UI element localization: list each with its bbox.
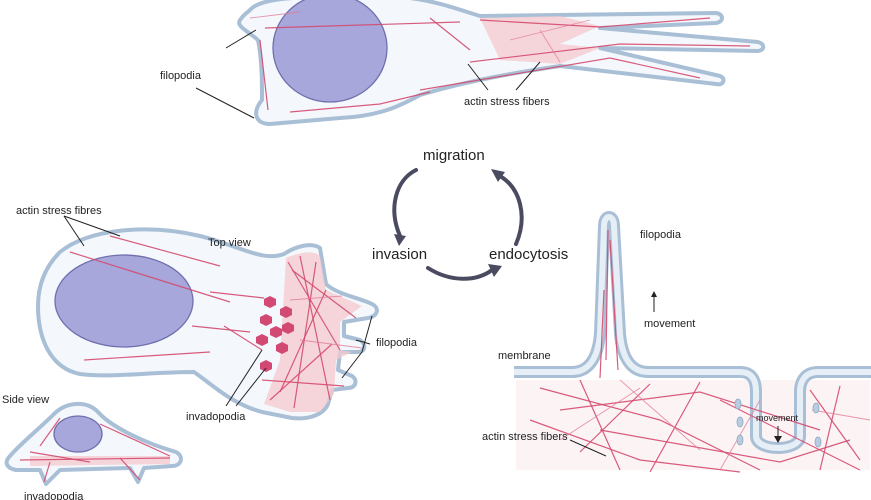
left-stress-label: actin stress fibres bbox=[16, 205, 102, 217]
right-stress-label: actin stress fibers bbox=[482, 431, 568, 443]
cycle-arrow-invasion-to-endocytosis bbox=[426, 266, 494, 281]
invadopodia-dot bbox=[260, 314, 272, 326]
invadopodia-dot bbox=[280, 306, 292, 318]
vesicle bbox=[814, 436, 822, 448]
cycle-endocytosis-label: endocytosis bbox=[489, 246, 568, 263]
right-movement-down-label: movement bbox=[756, 413, 799, 423]
invadopodia-dot bbox=[256, 334, 268, 346]
cycle-arrowhead-3 bbox=[491, 169, 505, 182]
top-filopodia-leader-1 bbox=[225, 29, 257, 49]
invadopodia-dot bbox=[270, 326, 282, 338]
membrane-cross-section: filopodia movement membrane movement act… bbox=[482, 211, 871, 473]
top-stress-leader-1 bbox=[467, 63, 489, 91]
vesicle bbox=[812, 402, 820, 414]
invadopodia-dots bbox=[256, 296, 294, 372]
invadopodia-leader-2 bbox=[235, 367, 267, 407]
left-filopodia-leader-2 bbox=[341, 351, 363, 379]
left-stress-leader-2 bbox=[63, 215, 121, 237]
left-actin-fibers bbox=[69, 235, 363, 409]
left-stress-leader-1 bbox=[63, 215, 85, 247]
cycle-arrowhead-1 bbox=[394, 234, 406, 246]
invadopodia-dot bbox=[264, 296, 276, 308]
vesicle bbox=[736, 416, 744, 428]
vesicle bbox=[734, 398, 742, 410]
process-cycle: migration invasion endocytosis bbox=[372, 147, 568, 281]
cycle-migration-label: migration bbox=[423, 147, 485, 164]
cycle-arrowhead-2 bbox=[488, 264, 502, 277]
right-stress-leader bbox=[569, 439, 607, 457]
top-filopodia-leader-2 bbox=[195, 87, 255, 119]
movement-up-arrowhead bbox=[651, 291, 657, 297]
movement-down-arrowhead bbox=[774, 436, 782, 443]
invadopodia-leader-1 bbox=[225, 349, 263, 407]
cycle-arrow-migration-to-invasion bbox=[392, 168, 418, 238]
side-actin-fibers bbox=[19, 417, 171, 483]
membrane-band-inner bbox=[514, 214, 871, 451]
side-view-cell: Side view invadopodia bbox=[2, 394, 183, 500]
cycle-arrow-endocytosis-to-migration bbox=[498, 174, 524, 246]
invadopodia-label: invadopodia bbox=[186, 411, 246, 423]
top-view-label: Top view bbox=[208, 237, 251, 249]
invadopodia-dot bbox=[260, 360, 272, 372]
vesicle bbox=[736, 434, 744, 446]
top-cell: filopodia actin stress fibers bbox=[160, 0, 766, 126]
right-filopodia-label: filopodia bbox=[640, 229, 682, 241]
top-filopodia-label: filopodia bbox=[160, 70, 202, 82]
side-invadopodia-label: invadopodia bbox=[24, 491, 84, 500]
top-stress-leader-2 bbox=[515, 61, 541, 91]
right-actin-fibers bbox=[529, 229, 871, 473]
cycle-invasion-label: invasion bbox=[372, 246, 427, 263]
top-cell-cortex bbox=[480, 16, 600, 64]
invadopodia-dot bbox=[276, 342, 288, 354]
vesicles bbox=[734, 398, 822, 448]
left-nucleus bbox=[54, 254, 194, 348]
membrane-label: membrane bbox=[498, 350, 551, 362]
side-view-label: Side view bbox=[2, 394, 49, 406]
side-nucleus bbox=[53, 415, 103, 453]
invadopodia-dot bbox=[282, 322, 294, 334]
right-movement-up-label: movement bbox=[644, 318, 695, 330]
left-filopodia-leader-1 bbox=[361, 315, 373, 353]
left-filopodia-label: filopodia bbox=[376, 337, 418, 349]
top-nucleus bbox=[272, 0, 388, 103]
left-filopodia-leader-3 bbox=[355, 339, 371, 345]
left-cell-top-view: actin stress fibres Top view filopodia i… bbox=[16, 205, 418, 423]
top-stress-label: actin stress fibers bbox=[464, 96, 550, 108]
top-actin-fibers bbox=[249, 11, 751, 113]
